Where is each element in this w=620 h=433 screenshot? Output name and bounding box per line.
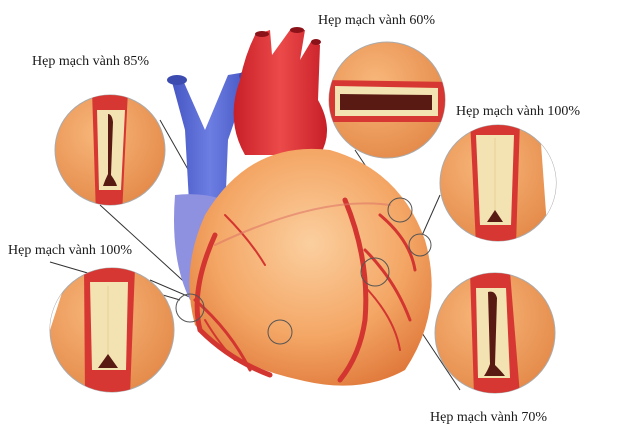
heart (167, 27, 432, 386)
callout-circle-60 (328, 41, 446, 159)
callout-circle-85 (54, 94, 166, 206)
callout-label-85: Hẹp mạch vành 85% (32, 54, 150, 69)
callout-label-60: Hẹp mạch vành 60% (318, 13, 436, 28)
callout-label-100-left: Hẹp mạch vành 100% (8, 243, 133, 258)
callout-label-100-right: Hẹp mạch vành 100% (456, 104, 581, 119)
callout-circle-70 (434, 272, 556, 394)
callout-circle-100-right (439, 124, 557, 242)
callout-circle-100-left (49, 267, 175, 393)
callout-label-70: Hẹp mạch vành 70% (430, 410, 548, 425)
